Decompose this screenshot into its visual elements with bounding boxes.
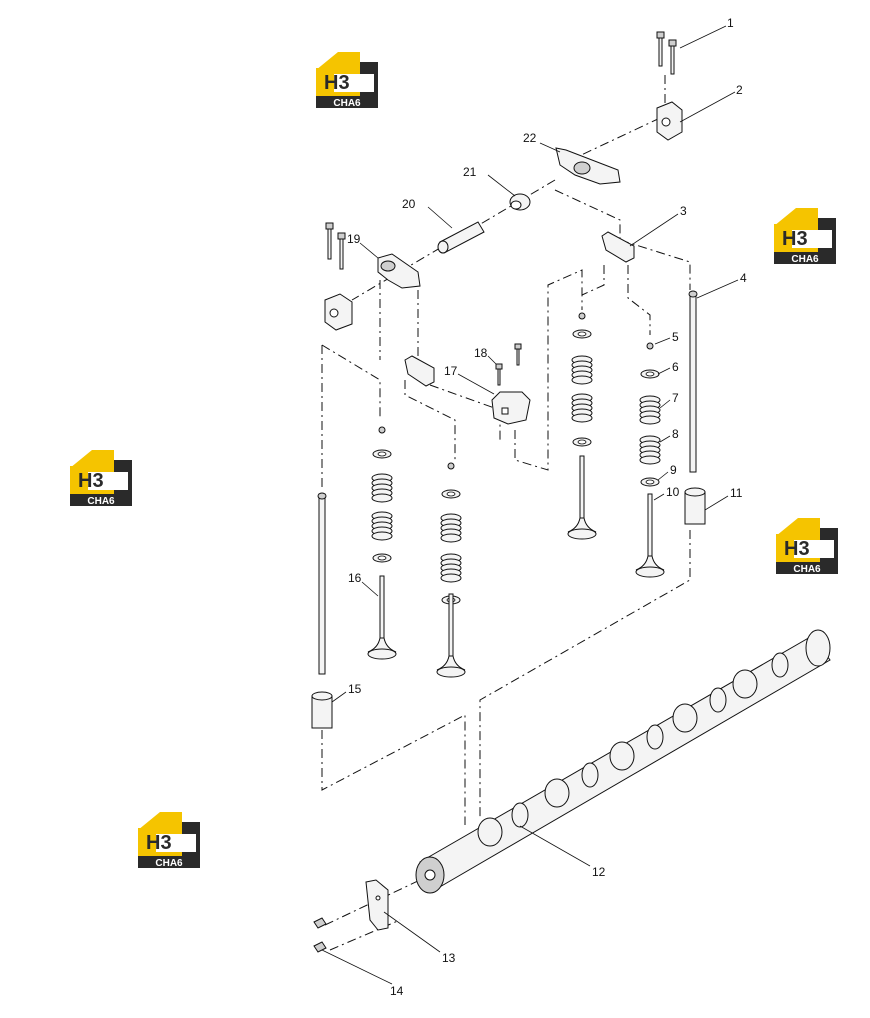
- part-valve-bridge-right: [601, 231, 635, 263]
- part-valve-bridge-left: [404, 355, 435, 387]
- callout-21: 21: [463, 165, 477, 179]
- callout-16: 16: [348, 571, 362, 585]
- callout-10: 10: [666, 485, 680, 499]
- valve-stack-left: [367, 426, 397, 660]
- callout-1: 1: [727, 16, 734, 30]
- callout-2: 2: [736, 83, 743, 97]
- watermark-logo-text: H3: [782, 228, 808, 250]
- watermark-sub-text: CHA6: [793, 564, 821, 575]
- watermark-logo-text: H3: [784, 538, 810, 560]
- callout-8: 8: [672, 427, 679, 441]
- callout-labels: 1 2 3 4 5 6 7 8 9 10 11 12 13 14 15 16 1…: [347, 16, 747, 998]
- watermark-logo: H3 CHA6: [70, 450, 132, 507]
- callout-20: 20: [402, 197, 416, 211]
- valve-stack-right: [635, 342, 665, 578]
- part-camshaft: [415, 629, 831, 894]
- callout-7: 7: [672, 391, 679, 405]
- callout-22: 22: [523, 131, 537, 145]
- callout-5: 5: [672, 330, 679, 344]
- leader-lines: [321, 25, 739, 985]
- watermark-sub-text: CHA6: [791, 254, 819, 265]
- part-tappet-right: [684, 487, 706, 525]
- watermark-logo-text: H3: [78, 470, 104, 492]
- watermark-logo: H3 CHA6: [316, 52, 378, 109]
- part-bolt-pair-top: [656, 31, 677, 75]
- callout-3: 3: [680, 204, 687, 218]
- part-rocker-bracket-top: [656, 101, 683, 141]
- callout-17: 17: [444, 364, 458, 378]
- part-rocker-bracket-left: [324, 293, 353, 331]
- watermark-logo: H3 CHA6: [776, 518, 838, 575]
- valve-stack-center: [567, 312, 597, 540]
- callout-4: 4: [740, 271, 747, 285]
- watermark-sub-text: CHA6: [333, 98, 361, 109]
- watermark-logo: H3 CHA6: [774, 208, 836, 265]
- part-support-bolts: [495, 343, 522, 386]
- callout-6: 6: [672, 360, 679, 374]
- watermark-sub-text: CHA6: [155, 858, 183, 869]
- watermark-logo: H3 CHA6: [138, 812, 200, 869]
- part-pushrod-right: [688, 290, 698, 473]
- callout-13: 13: [442, 951, 456, 965]
- part-bushing: [509, 193, 531, 211]
- part-tappet-left: [311, 691, 333, 729]
- watermark-sub-text: CHA6: [87, 496, 115, 507]
- watermark-logo-text: H3: [324, 72, 350, 94]
- valve-stack-center-left: [436, 462, 466, 678]
- part-pushrod-left: [317, 492, 327, 675]
- watermark-logo-text: H3: [146, 832, 172, 854]
- callout-9: 9: [670, 463, 677, 477]
- callout-12: 12: [592, 865, 606, 879]
- callout-19: 19: [347, 232, 361, 246]
- callout-18: 18: [474, 346, 488, 360]
- part-rocker-arm-left: [377, 253, 421, 289]
- callout-15: 15: [348, 682, 362, 696]
- part-bolt-pair-left: [325, 222, 346, 270]
- callout-14: 14: [390, 984, 404, 998]
- callout-11: 11: [730, 486, 743, 500]
- part-rocker-shaft: [437, 221, 485, 254]
- part-plate-screws: [313, 917, 327, 953]
- part-thrust-plate: [365, 879, 389, 931]
- part-rocker-support: [491, 391, 531, 425]
- part-rocker-arm-top: [555, 147, 621, 185]
